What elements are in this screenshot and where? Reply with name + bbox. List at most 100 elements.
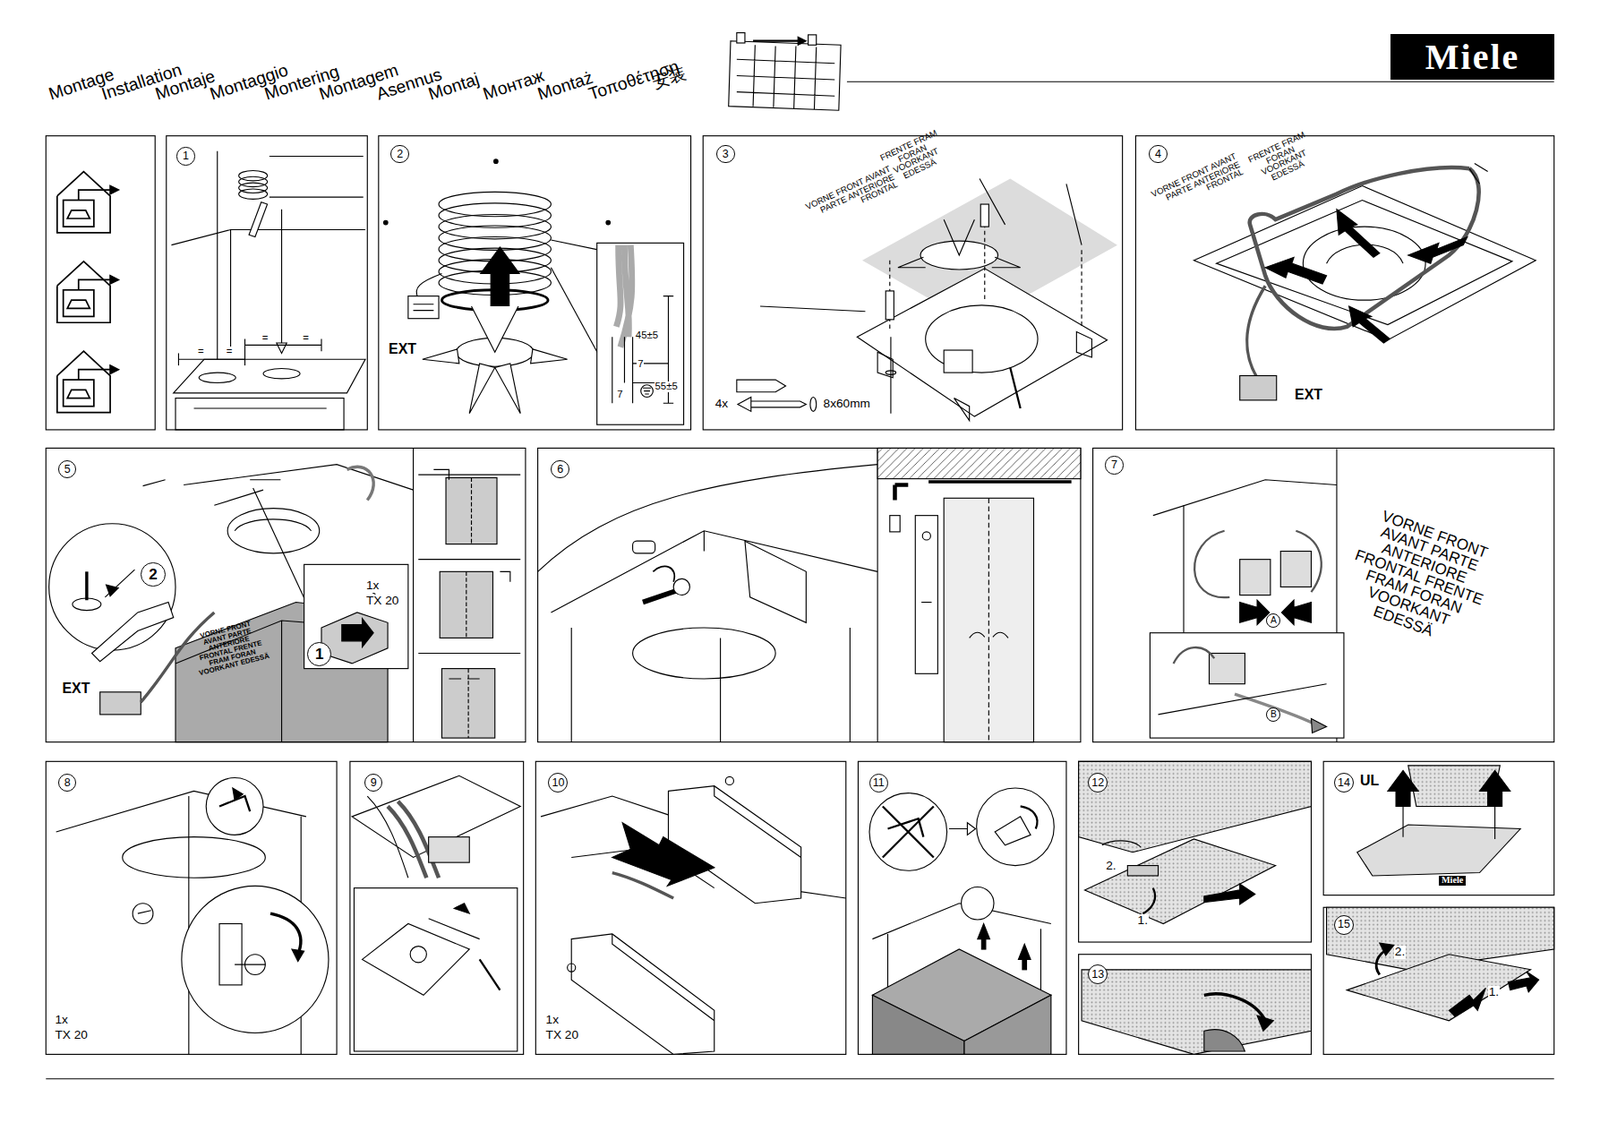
- duct-coil: [606, 220, 611, 225]
- plate-connection: [1408, 237, 1468, 265]
- cover-panels: [976, 787, 1055, 866]
- grease-filter: [1142, 888, 1156, 914]
- callout-number: 11: [872, 777, 885, 789]
- plate-connection: [1249, 167, 1480, 329]
- hood-levelling: [538, 447, 1081, 742]
- panel-frame: [45, 136, 155, 430]
- hood-attachment: [183, 464, 413, 490]
- hood-attachment: [281, 620, 283, 743]
- panel-frame: [45, 447, 526, 742]
- hood-levelling: [894, 484, 908, 500]
- plug-connection: [1149, 633, 1344, 738]
- callout-number: 6: [556, 463, 564, 476]
- step-label: 1.: [1137, 914, 1149, 927]
- measuring-sketch: [248, 202, 268, 238]
- cover-panels: [725, 776, 734, 785]
- grease-filter: [1081, 969, 1311, 1055]
- plug-connection: [1280, 551, 1311, 588]
- measuring-sketch: [239, 188, 268, 199]
- measuring-sketch: [171, 230, 366, 246]
- cover-panels: [132, 903, 154, 925]
- dimension-mark: =: [261, 333, 270, 344]
- panel-frame: [45, 1078, 1554, 1079]
- measuring-sketch: [171, 151, 366, 430]
- grease-filter: [1102, 840, 1141, 848]
- plug-connection: [1153, 479, 1337, 516]
- measuring-sketch: [216, 151, 218, 370]
- cover-panels: [428, 837, 471, 863]
- hood-attachment: [346, 466, 374, 500]
- step-circle: 1: [176, 146, 196, 166]
- hood-attachment: [418, 558, 521, 560]
- hood-attachment: [439, 571, 493, 638]
- measuring-sketch: [173, 359, 366, 394]
- duct-coil: [413, 304, 435, 311]
- panel-frame: [350, 761, 524, 1054]
- duct-coil: [550, 239, 600, 250]
- brand-logo-text: Miele: [1438, 875, 1466, 886]
- plug-connection: [1240, 599, 1270, 625]
- plate-connection: [1469, 162, 1489, 184]
- panel-frame: [702, 136, 1122, 430]
- hood-attachment: [418, 473, 521, 475]
- orientation-label: FRENTE FRAM FORAN VOORKANT EDESSÄ: [878, 128, 950, 187]
- step-circle: 2: [140, 562, 165, 587]
- cover-panels: [181, 885, 329, 1033]
- duct-coil: [641, 385, 654, 398]
- cover-panels: [219, 924, 242, 985]
- installation-type-icon: [57, 171, 119, 233]
- measuring-sketch: [320, 338, 322, 351]
- cover-panels: [234, 964, 266, 966]
- measuring-sketch: [198, 372, 236, 383]
- plate-connection: [1302, 226, 1426, 300]
- step-circle: 3: [716, 145, 736, 164]
- mounting-plate: [885, 370, 896, 376]
- dimension-label: 7: [636, 359, 644, 370]
- grease-filter: [1084, 838, 1275, 925]
- measuring-sketch: [281, 209, 283, 346]
- filter-icon: [808, 34, 817, 45]
- duct-coil: [494, 159, 499, 164]
- mounting-plate: [736, 379, 787, 393]
- hood-levelling: [633, 627, 777, 679]
- panel-frame: [1078, 761, 1312, 942]
- dimension-mark: =: [301, 333, 310, 344]
- mounting-plate: [736, 179, 1118, 421]
- plug-connection: [1158, 684, 1327, 715]
- variant-label: UL: [1359, 773, 1380, 789]
- hood-levelling: [915, 515, 938, 675]
- cover-panels: [362, 924, 471, 996]
- quantity-label: 4x: [714, 397, 729, 411]
- panel-frame: [1323, 906, 1555, 1054]
- orientation-label: VORNE FRONT AVANT PARTE ANTERIORE FRONTA…: [1334, 503, 1506, 653]
- cover-panels: [137, 910, 152, 914]
- dimension-mark: =: [196, 346, 206, 358]
- tool-label: TX 20: [545, 1028, 580, 1042]
- panel-frame: [1078, 954, 1312, 1055]
- grease-filter: [1346, 954, 1531, 1021]
- hood-levelling: [849, 627, 851, 743]
- step-circle: 9: [364, 773, 384, 793]
- cover-panels: [977, 924, 991, 940]
- grease-filter: [1078, 761, 1312, 852]
- step-circle: 2: [390, 145, 410, 164]
- cover-panels: [232, 787, 243, 801]
- hood-attachment: [234, 519, 311, 531]
- grease-filter: [1357, 824, 1521, 876]
- cover-panels: [961, 886, 994, 919]
- step-label: 2.: [1104, 859, 1117, 873]
- step-circle: 14: [1334, 772, 1354, 793]
- filter-icon: [736, 33, 745, 43]
- dimension-label: 7: [616, 389, 624, 401]
- cover-panels: [122, 837, 266, 879]
- grease-filter: [1127, 865, 1158, 876]
- callout-number: 3: [722, 148, 729, 161]
- cover-panels: [949, 822, 976, 836]
- hood-attachment: [342, 618, 374, 648]
- hood-attachment: [470, 477, 472, 544]
- callout-number: 9: [370, 777, 377, 789]
- callout-number: 2: [148, 566, 158, 582]
- duct-coil: [597, 242, 685, 425]
- cover-panels: [428, 918, 480, 940]
